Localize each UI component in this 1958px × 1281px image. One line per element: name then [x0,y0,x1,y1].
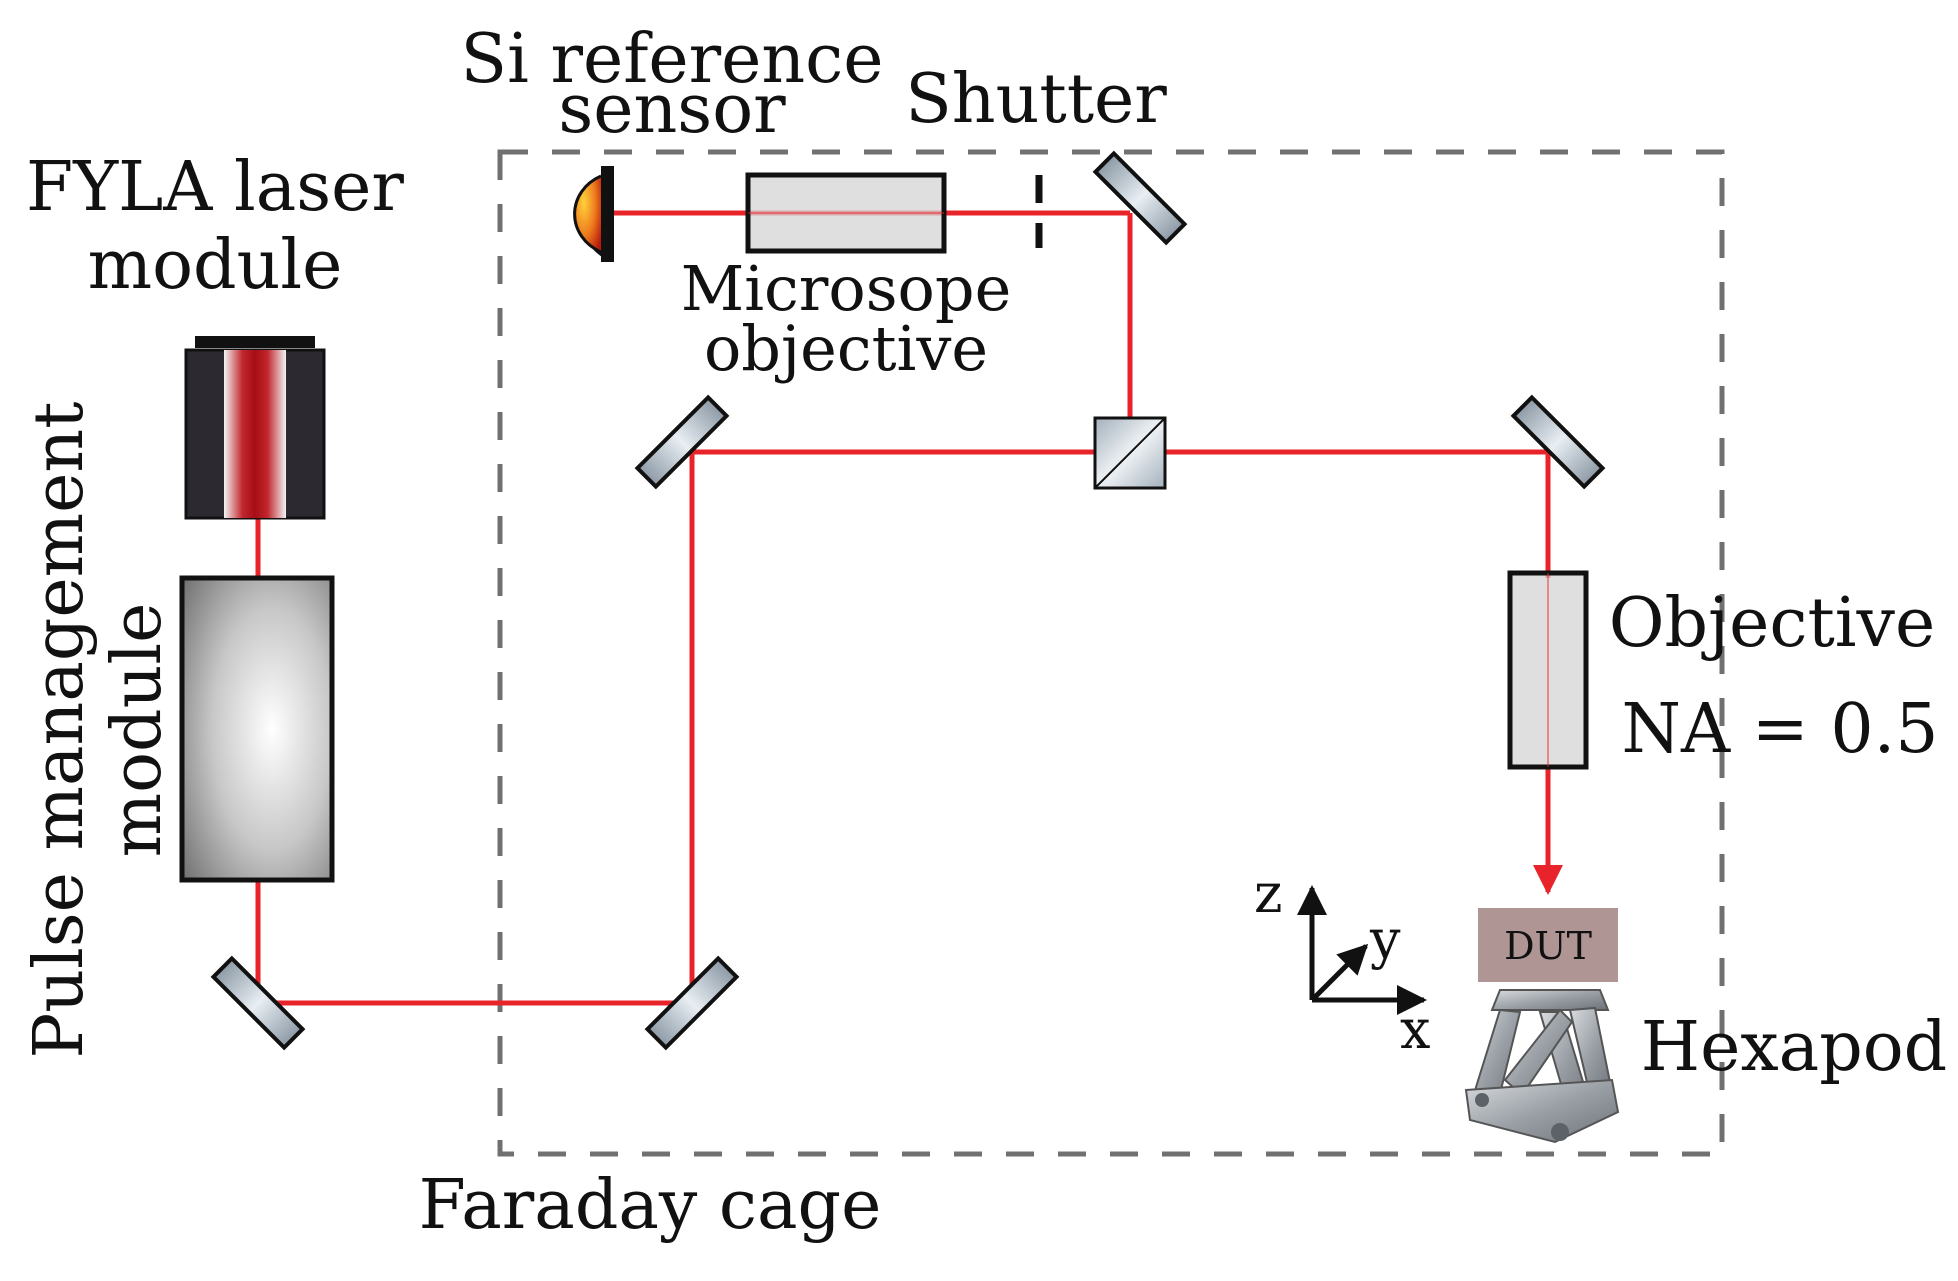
beam-splitter [1093,416,1167,490]
si-reference-sensor [573,166,614,262]
hexapod-label: Hexapod [1641,1008,1947,1087]
mirror-mid-left [634,394,730,490]
mirror-top-right [1092,150,1188,246]
mirror-mid-right [1510,394,1606,490]
si-sensor-label-line2: sensor [558,70,786,149]
coordinate-axes [1297,885,1427,1015]
axis-x-label: x [1400,998,1430,1061]
fyla-label-line2: module [88,226,343,305]
microscope-objective [745,172,947,254]
mirror-bottom-left [210,955,306,1051]
fyla-label-line1: FYLA laser [26,148,404,227]
si-sensor-label-line1: Si reference [461,20,884,99]
fyla-laser-module [184,336,326,520]
mirror-bottom-center [644,955,740,1051]
microscope-label-line2: objective [704,312,988,385]
pulse-management-module [179,575,335,883]
na-label: NA = 0.5 [1622,690,1939,769]
hexapod-stage [1464,989,1620,1144]
pulse-label-line1: Pulse management [20,401,99,1058]
faraday-cage-label: Faraday cage [419,1166,882,1245]
dut-label: DUT [1504,924,1592,968]
pulse-label-line2: module [98,603,177,858]
dut-sample: DUT [1478,908,1618,982]
axis-z-label: z [1254,862,1282,925]
objective-lens [1507,570,1589,770]
objective-label: Objective [1609,584,1935,663]
faraday-cage [497,149,1725,1157]
shutter-label: Shutter [905,60,1167,139]
axis-y-label: y [1369,908,1401,971]
microscope-label-line1: Microsope [681,252,1012,325]
